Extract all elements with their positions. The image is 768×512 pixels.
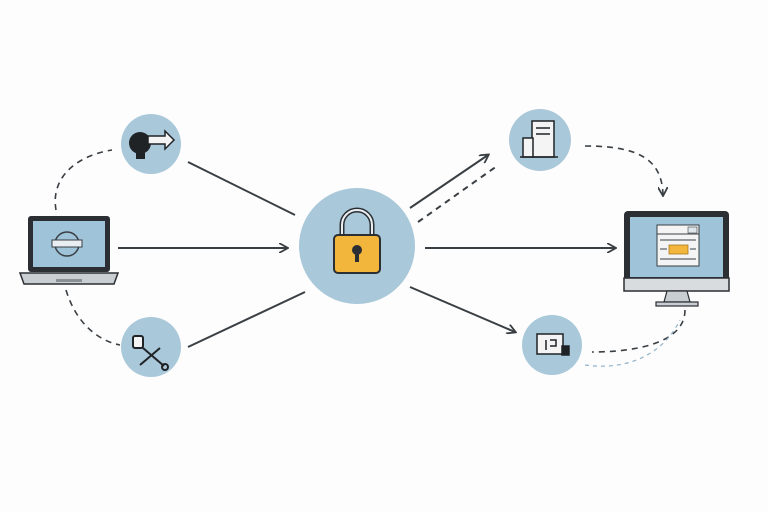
dashed-lock-to-building xyxy=(417,165,498,223)
user-arrow-node xyxy=(121,114,181,174)
arrow-lock-to-building xyxy=(409,155,488,209)
arrow-lock-to-device xyxy=(409,286,515,332)
connectors xyxy=(54,145,686,367)
dashed-laptop-to-user xyxy=(54,149,113,211)
desktop-monitor-icon xyxy=(623,211,730,307)
laptop-icon xyxy=(18,216,120,285)
padlock-icon xyxy=(333,207,381,274)
dashed-laptop-to-tools xyxy=(65,289,121,346)
device-icon xyxy=(536,333,570,356)
dashed-building-to-monitor xyxy=(584,145,663,195)
arrow-user-to-lock xyxy=(187,161,296,216)
lock-node xyxy=(299,188,415,304)
head-arrow-icon xyxy=(129,129,176,159)
device-node xyxy=(522,315,582,375)
dashed-monitor-to-device xyxy=(591,309,686,353)
document-window-icon xyxy=(656,224,700,267)
building-icon xyxy=(520,120,558,158)
tools-icon xyxy=(132,335,169,371)
arrow-tools-to-lock xyxy=(187,291,306,348)
tools-node xyxy=(121,317,181,377)
dashed-device-underline xyxy=(584,319,681,367)
building-node xyxy=(509,109,571,171)
